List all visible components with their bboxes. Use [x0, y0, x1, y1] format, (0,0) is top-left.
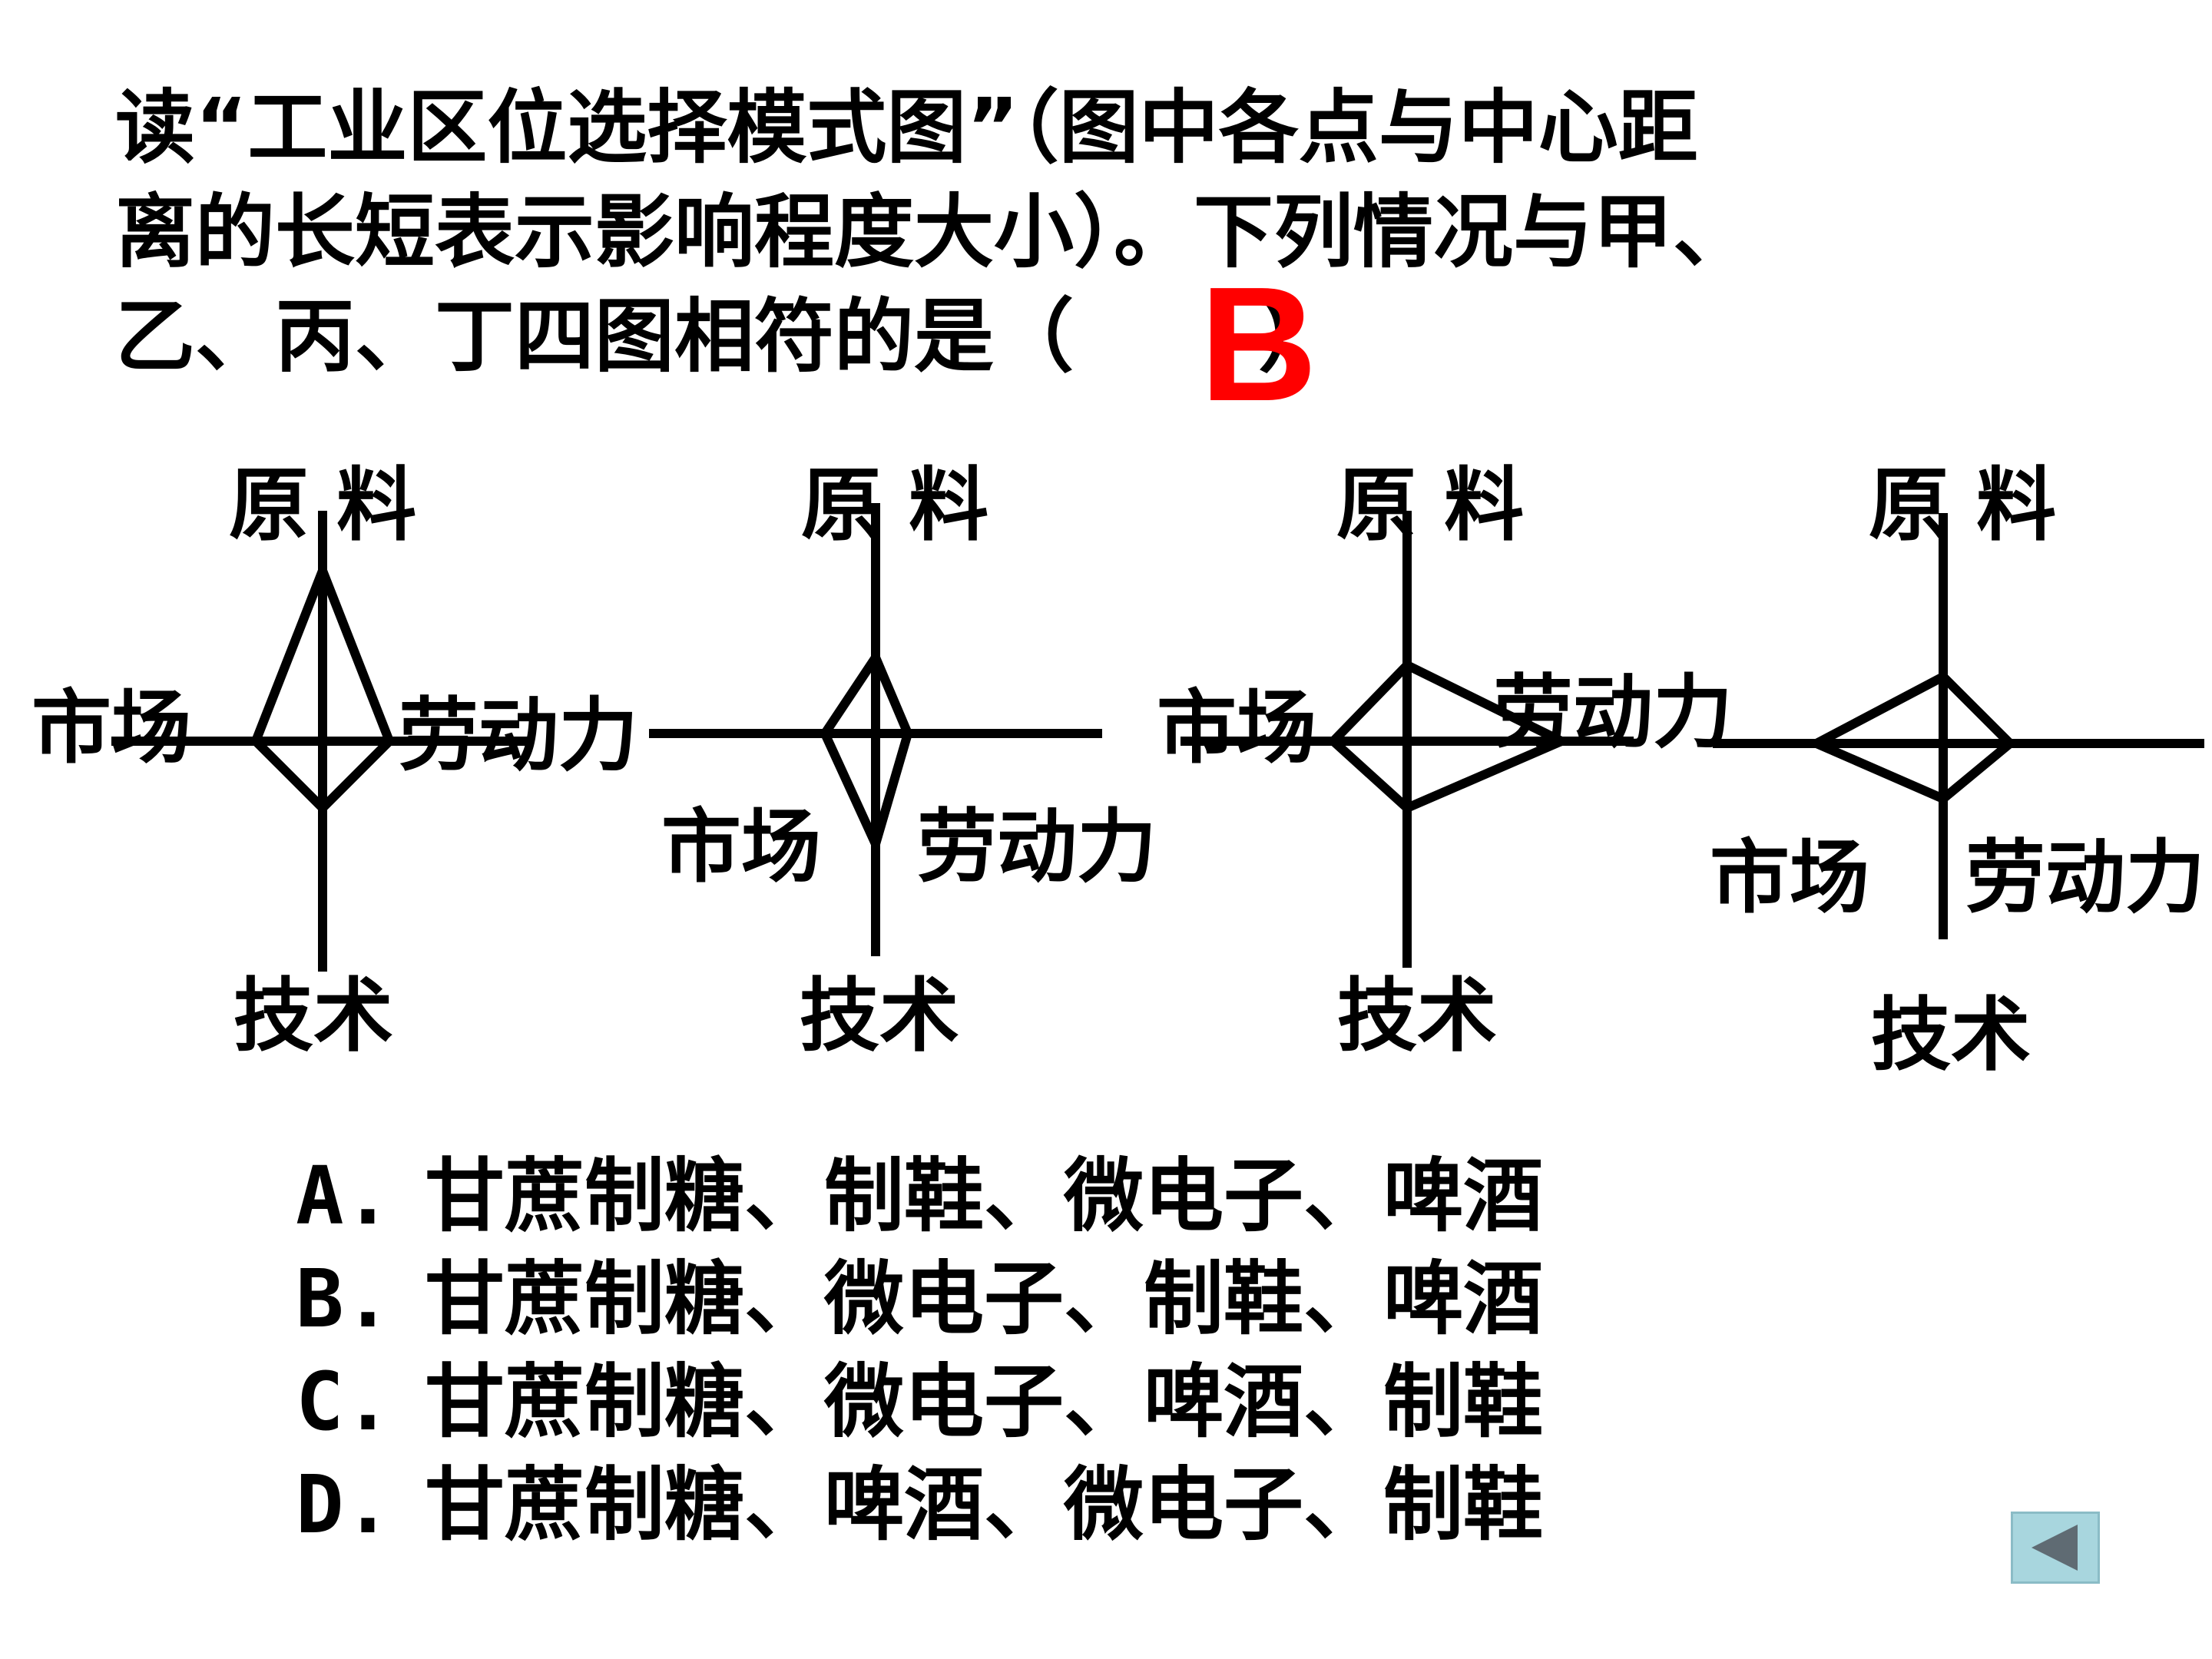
diagram-bing-factor-polygon	[1326, 659, 1573, 814]
diagram-jia-left-label: 市场	[31, 680, 191, 774]
option-b[interactable]: B. 甘蔗制糖、微电子、制鞋、啤酒	[296, 1247, 1543, 1350]
answer-letter: B	[1200, 253, 1318, 435]
diagram-bing-right-label: 劳动力	[1493, 665, 1733, 759]
diagram-ding-factor-polygon	[1806, 671, 2017, 804]
diagram-yi-top-label: 原 料	[801, 458, 988, 551]
options-list: A. 甘蔗制糖、制鞋、微电子、啤酒 B. 甘蔗制糖、微电子、制鞋、啤酒 C. 甘蔗制糖…	[296, 1144, 1543, 1556]
diagram-bing-top-label: 原 料	[1336, 458, 1524, 551]
back-button[interactable]	[2011, 1512, 2100, 1584]
close-paren: ）	[1258, 290, 1339, 383]
question-line-2: 离的长短表示影响程度大小）。下列情况与甲、	[115, 185, 1753, 279]
option-a-letter: A.	[296, 1149, 392, 1243]
diagram-bing-bottom-label: 技术	[1337, 969, 1497, 1062]
diagram-yi-bottom-label: 技术	[800, 969, 959, 1062]
option-c[interactable]: C. 甘蔗制糖、微电子、啤酒、制鞋	[296, 1350, 1543, 1453]
option-a[interactable]: A. 甘蔗制糖、制鞋、微电子、啤酒	[296, 1144, 1543, 1247]
question-line-1: 读“工业区位选择模式图”（图中各点与中心距	[115, 81, 1698, 174]
location-diagrams-svg: 原 料市场劳动力技术原 料市场劳动力技术原 料市场劳动力技术原 料市场劳动力技术	[31, 458, 2205, 1081]
location-diagrams: 原 料市场劳动力技术原 料市场劳动力技术原 料市场劳动力技术原 料市场劳动力技术	[0, 399, 2212, 1091]
option-b-text: 甘蔗制糖、微电子、制鞋、啤酒	[425, 1252, 1544, 1346]
diagram-ding-left-label: 市场	[1710, 830, 1869, 924]
question-line-3: 乙、丙、丁四图相符的是（ ）	[115, 284, 1959, 389]
option-c-letter: C.	[296, 1355, 392, 1449]
option-d[interactable]: D. 甘蔗制糖、啤酒、微电子、制鞋	[296, 1453, 1543, 1556]
diagram-yi-left-label: 市场	[661, 800, 821, 893]
diagram-yi-right-label: 劳动力	[917, 800, 1157, 893]
diagram-ding-right-label: 劳动力	[1965, 830, 2205, 924]
diagram-yi-factor-polygon	[820, 647, 913, 858]
question-text: 读“工业区位选择模式图”（图中各点与中心距 离的长短表示影响程度大小）。下列情况…	[115, 75, 1959, 389]
diagram-ding-bottom-label: 技术	[1871, 988, 2031, 1081]
option-b-letter: B.	[296, 1252, 392, 1346]
diagram-jia-bottom-label: 技术	[233, 969, 393, 1062]
option-d-letter: D.	[296, 1458, 392, 1551]
option-c-text: 甘蔗制糖、微电子、啤酒、制鞋	[425, 1355, 1544, 1449]
diagram-bing-left-label: 市场	[1157, 680, 1316, 774]
option-a-text: 甘蔗制糖、制鞋、微电子、啤酒	[425, 1149, 1544, 1243]
diagram-ding-top-label: 原 料	[1869, 458, 2056, 551]
diagram-jia-factor-polygon	[250, 558, 396, 815]
question-line-3-text: 乙、丙、丁四图相符的是（	[115, 290, 1075, 383]
triangle-left-icon	[2032, 1525, 2078, 1571]
option-d-text: 甘蔗制糖、啤酒、微电子、制鞋	[425, 1458, 1544, 1551]
diagram-jia-top-label: 原 料	[229, 458, 416, 551]
diagram-jia-right-label: 劳动力	[399, 688, 638, 782]
